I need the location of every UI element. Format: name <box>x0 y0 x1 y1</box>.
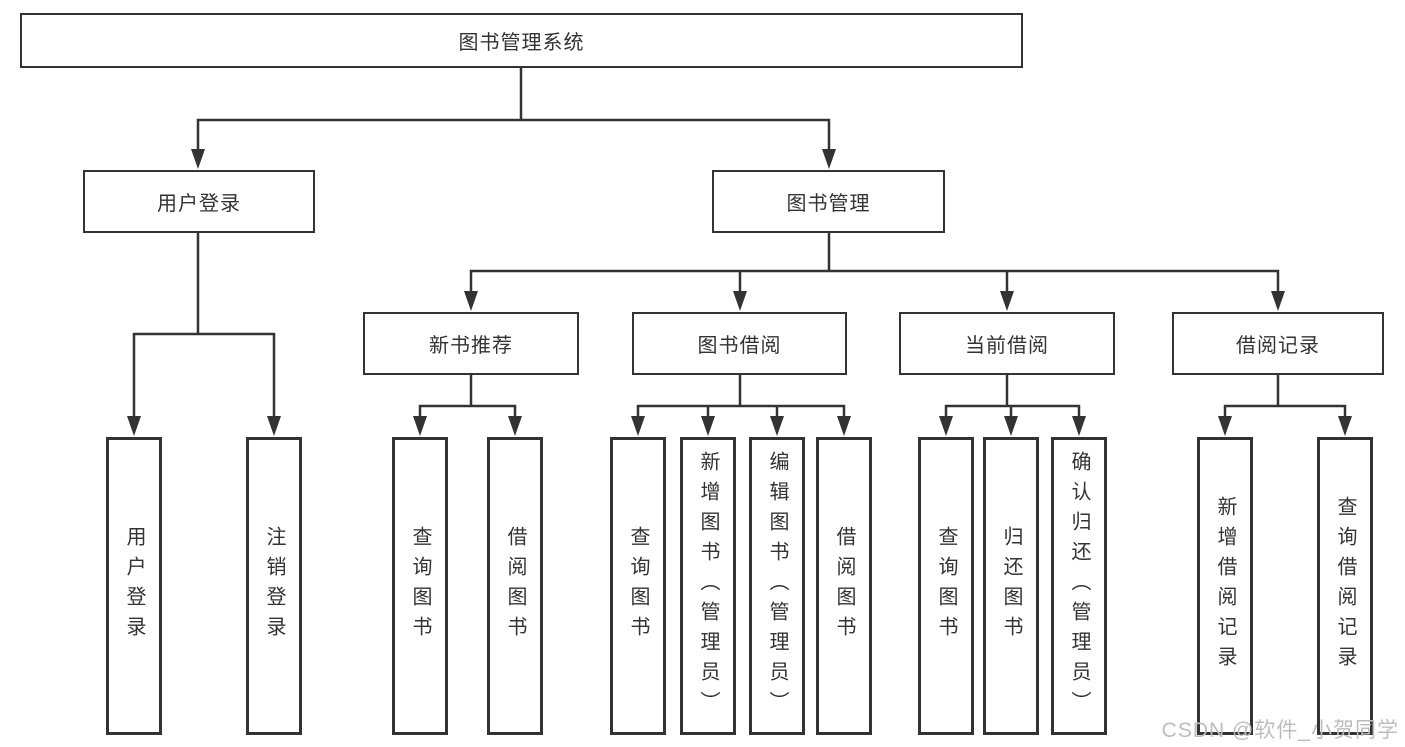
arrowhead-icon <box>1218 416 1232 436</box>
node-user-login-group: 用户登录 <box>83 170 315 233</box>
arrowhead-icon <box>508 416 522 436</box>
csdn-watermark: CSDN @软件_小贺同学 <box>1161 719 1399 742</box>
leaf-query-book-recommend: 查询图书 <box>392 437 448 735</box>
node-book-management: 图书管理 <box>712 170 945 233</box>
arrowhead-icon <box>837 416 851 436</box>
leaf-borrow-book-recommend: 借阅图书 <box>487 437 543 735</box>
arrowhead-icon <box>127 416 141 436</box>
arrowhead-icon <box>267 416 281 436</box>
node-borrow-records: 借阅记录 <box>1172 312 1384 375</box>
leaf-add-borrow-record: 新增借阅记录 <box>1197 437 1253 735</box>
arrowhead-icon <box>191 149 205 169</box>
arrowhead-icon <box>733 291 747 311</box>
arrowhead-icon <box>413 416 427 436</box>
leaf-query-borrow-record: 查询借阅记录 <box>1317 437 1373 735</box>
arrowhead-icon <box>1338 416 1352 436</box>
leaf-add-book-admin: 新增图书（管理员） <box>680 437 736 735</box>
node-current-borrow: 当前借阅 <box>899 312 1115 375</box>
arrowhead-icon <box>939 416 953 436</box>
leaf-logout: 注销登录 <box>246 437 302 735</box>
arrowhead-icon <box>1271 291 1285 311</box>
leaf-query-book-current: 查询图书 <box>918 437 974 735</box>
leaf-query-book-borrow: 查询图书 <box>610 437 666 735</box>
leaf-borrow-book: 借阅图书 <box>816 437 872 735</box>
node-book-borrow: 图书借阅 <box>632 312 847 375</box>
leaf-return-book: 归还图书 <box>983 437 1039 735</box>
arrowhead-icon <box>464 291 478 311</box>
node-library-system: 图书管理系统 <box>20 13 1023 68</box>
arrowhead-icon <box>770 416 784 436</box>
arrowhead-icon <box>631 416 645 436</box>
leaf-confirm-return-admin: 确认归还（管理员） <box>1051 437 1107 735</box>
leaf-user-login: 用户登录 <box>106 437 162 735</box>
arrowhead-icon <box>1000 291 1014 311</box>
arrowhead-icon <box>701 416 715 436</box>
arrowhead-icon <box>822 149 836 169</box>
leaf-edit-book-admin: 编辑图书（管理员） <box>749 437 805 735</box>
node-new-book-recommend: 新书推荐 <box>363 312 579 375</box>
arrowhead-icon <box>1004 416 1018 436</box>
arrowhead-icon <box>1072 416 1086 436</box>
